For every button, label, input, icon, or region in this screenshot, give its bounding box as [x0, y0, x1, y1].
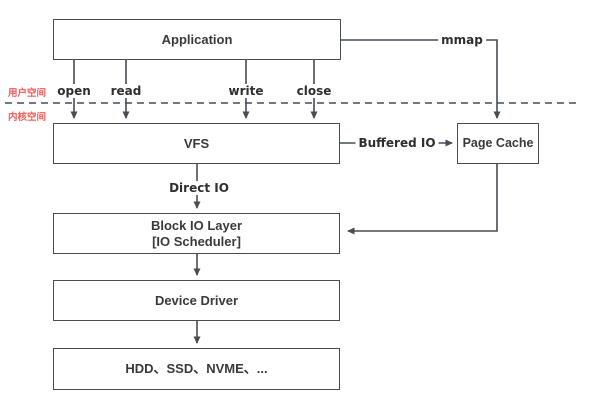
open-syscall-label: open — [54, 84, 94, 98]
close-syscall-label: close — [293, 84, 335, 98]
device-driver-label: Device Driver — [154, 292, 239, 308]
storage-label: HDD、SSD、NVME、... — [125, 361, 268, 377]
storage-box: HDD、SSD、NVME、... — [53, 348, 340, 390]
mmap-label: mmap — [438, 33, 486, 47]
page-cache-box: Page Cache — [457, 123, 539, 164]
direct-io-label: Direct IO — [166, 181, 232, 195]
device-driver-box: Device Driver — [53, 280, 340, 321]
block-io-layer-box: Block IO Layer [IO Scheduler] — [53, 213, 340, 254]
vfs-box: VFS — [53, 123, 340, 164]
read-syscall-label: read — [107, 84, 145, 98]
arrow-mmap — [341, 39, 501, 119]
block-io-layer-label-line2: [IO Scheduler] — [152, 233, 241, 249]
application-label: Application — [161, 31, 233, 47]
buffered-io-label: Buffered IO — [355, 136, 439, 150]
kernel-space-label: 内核空间 — [8, 112, 47, 123]
write-syscall-label: write — [225, 84, 267, 98]
arrow-pagecache-to-blockio — [347, 164, 498, 235]
page-cache-label: Page Cache — [462, 136, 534, 150]
application-box: Application — [53, 19, 341, 60]
user-space-label: 用户空间 — [8, 88, 47, 99]
vfs-label: VFS — [183, 135, 210, 151]
block-io-layer-label-line1: Block IO Layer — [150, 217, 243, 233]
